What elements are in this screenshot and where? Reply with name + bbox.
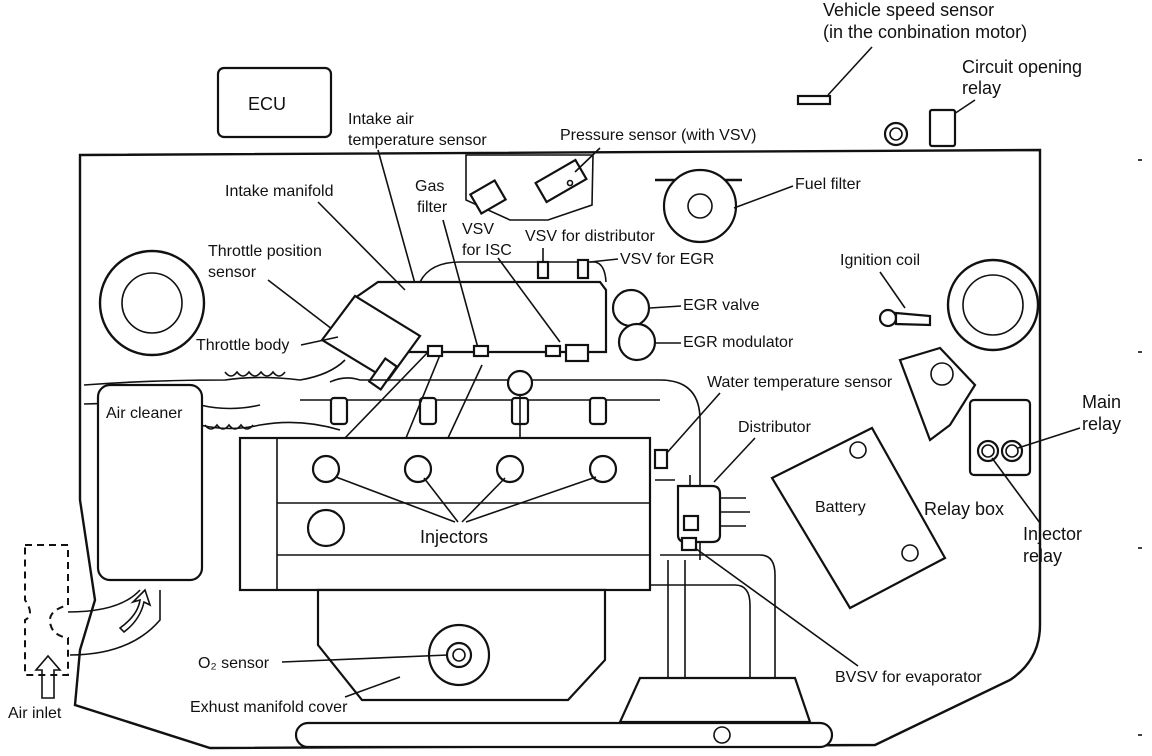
air-cleaner bbox=[96, 383, 204, 582]
egr-valve bbox=[611, 288, 651, 328]
air-inlet-label: Air inlet bbox=[8, 705, 62, 722]
left-strut-tower-inner bbox=[121, 272, 183, 334]
exhaust-manifold-cover-label: Exhust manifold cover bbox=[190, 699, 348, 716]
vsv-egr bbox=[576, 258, 590, 280]
left-strut-tower bbox=[98, 249, 206, 357]
throttle-position-label: Throttle position bbox=[208, 243, 322, 260]
pressure-sensor-right bbox=[534, 158, 588, 204]
air-inlet-arrow bbox=[34, 654, 62, 699]
vsv-egr-label: VSV for EGR bbox=[620, 251, 714, 268]
circuit-opening-relay-label: Circuit opening bbox=[962, 57, 1082, 77]
intake-runner-top bbox=[419, 261, 607, 283]
injector-relay-label-2: relay bbox=[1023, 546, 1062, 566]
ecu-label: ECU bbox=[248, 94, 286, 114]
vacuum-fitting-3 bbox=[544, 344, 562, 358]
oil-filler-cap bbox=[306, 508, 346, 548]
air-intake-duct bbox=[67, 589, 161, 656]
injector-4 bbox=[588, 396, 608, 426]
distributor-label: Distributor bbox=[738, 419, 812, 436]
fuel-pressure-regulator bbox=[506, 369, 534, 397]
water-temp-sensor-label: Water temperature sensor bbox=[707, 374, 893, 391]
injectors-label: Injectors bbox=[420, 527, 488, 547]
front-crossmember bbox=[294, 721, 834, 749]
vacuum-fitting-1 bbox=[426, 344, 444, 358]
injector-port-1 bbox=[311, 454, 341, 484]
egr-valve-label: EGR valve bbox=[683, 297, 760, 314]
vehicle-speed-sensor-note: (in the conbination motor) bbox=[823, 22, 1027, 42]
air-cleaner-label: Air cleaner bbox=[106, 405, 183, 422]
o2-sensor bbox=[445, 641, 473, 669]
ignition-coil bbox=[878, 308, 898, 328]
intake-air-temp-label-2: temperature sensor bbox=[348, 132, 487, 149]
egr-modulator bbox=[617, 322, 657, 362]
bvsv-evaporator bbox=[680, 536, 698, 552]
engine-bay-outline bbox=[73, 148, 1042, 750]
vsv-isc bbox=[564, 343, 590, 363]
injector-port-2 bbox=[403, 454, 433, 484]
engine-block bbox=[238, 436, 652, 592]
vsv-distributor-label: VSV for distributor bbox=[525, 228, 656, 245]
main-relay bbox=[1000, 439, 1024, 463]
pressure-sensor-left bbox=[468, 178, 508, 216]
pressure-sensor-label: Pressure sensor (with VSV) bbox=[560, 127, 757, 144]
injector-relay-label: Injector bbox=[1023, 524, 1082, 544]
fuel-filter-label: Fuel filter bbox=[795, 176, 861, 193]
throttle-body-label: Throttle body bbox=[196, 337, 289, 354]
main-relay-label-2: relay bbox=[1082, 414, 1121, 434]
injector-relay bbox=[976, 439, 1000, 463]
gas-filter-label: Gas bbox=[415, 178, 444, 195]
circuit-opening-relay bbox=[928, 108, 957, 148]
ignition-coil-label: Ignition coil bbox=[840, 252, 920, 269]
fuel-filter bbox=[662, 168, 738, 244]
relay-connector bbox=[883, 121, 909, 147]
battery-label: Battery bbox=[815, 499, 866, 516]
air-inlet-duct bbox=[24, 544, 69, 676]
egr-modulator-label: EGR modulator bbox=[683, 334, 794, 351]
injector-1 bbox=[329, 396, 349, 426]
exhaust-heat-shield bbox=[618, 676, 812, 724]
injector-2 bbox=[418, 396, 438, 426]
coil-bracket bbox=[898, 346, 977, 442]
vehicle-speed-sensor-label: Vehicle speed sensor bbox=[823, 0, 994, 20]
distributor bbox=[676, 484, 722, 544]
o2-sensor-label: O₂ sensor bbox=[198, 655, 270, 672]
throttle-position-label-2: sensor bbox=[208, 264, 257, 281]
vsv-isc-label: VSV bbox=[462, 221, 494, 238]
bvsv-evaporator-label: BVSV for evaporator bbox=[835, 669, 982, 686]
gas-filter-label-2: filter bbox=[417, 199, 448, 216]
intake-air-temp-label: Intake air bbox=[348, 111, 414, 128]
injector-port-4 bbox=[588, 454, 618, 484]
ecu-box bbox=[216, 66, 333, 139]
vehicle-speed-sensor bbox=[796, 94, 832, 106]
vsv-distributor bbox=[536, 260, 550, 280]
relay-box-label: Relay box bbox=[924, 499, 1004, 519]
injector-port-3 bbox=[495, 454, 525, 484]
throttle-body bbox=[320, 294, 422, 382]
intake-manifold-label: Intake manifold bbox=[225, 183, 334, 200]
right-strut-tower-inner bbox=[962, 274, 1024, 336]
main-relay-label: Main bbox=[1082, 392, 1121, 412]
vsv-isc-label-2: for ISC bbox=[462, 242, 512, 259]
vacuum-fitting-2 bbox=[472, 344, 490, 358]
circuit-opening-relay-label-2: relay bbox=[962, 78, 1001, 98]
relay-box bbox=[968, 398, 1032, 477]
water-temp-sensor bbox=[653, 448, 669, 470]
throttle-position-sensor bbox=[367, 356, 399, 392]
right-strut-tower bbox=[946, 258, 1040, 352]
battery bbox=[770, 426, 947, 610]
